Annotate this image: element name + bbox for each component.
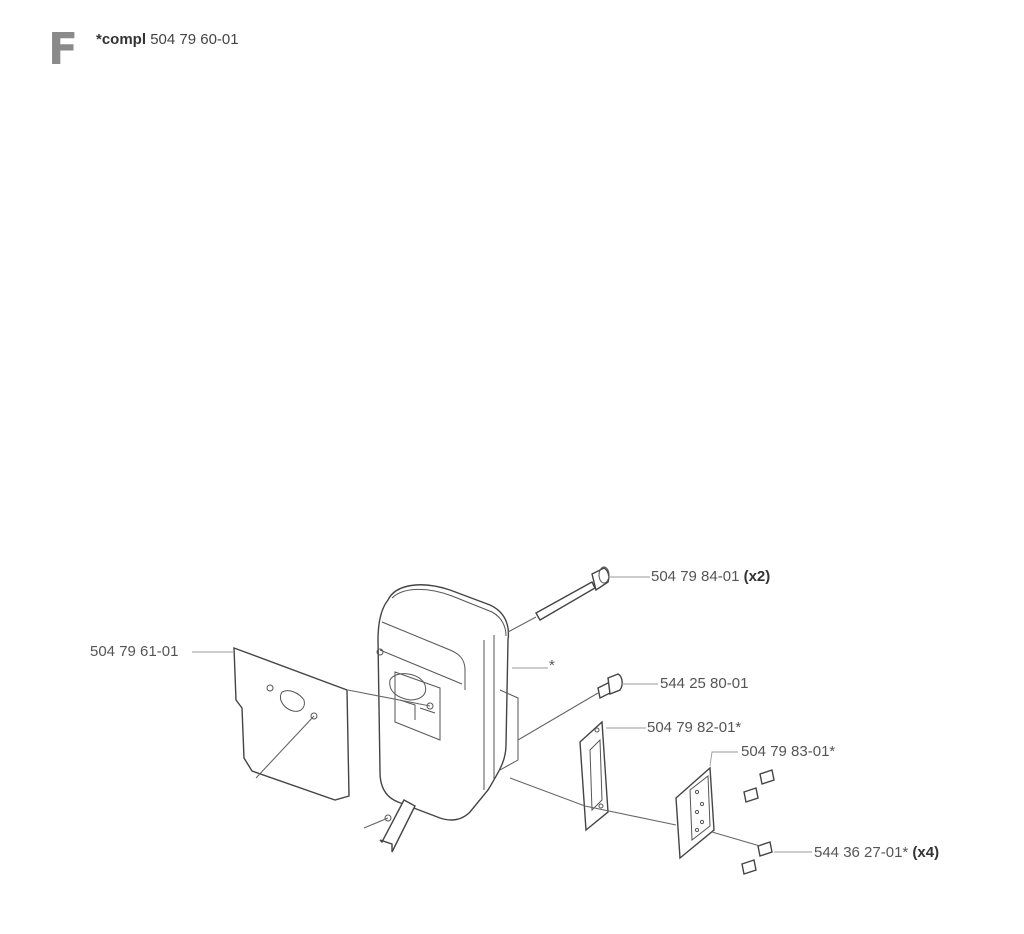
leader-lines [192,576,812,853]
bracket-part [379,799,416,853]
callout-screws-small: 544 36 27-01* (x4) [814,845,939,860]
compl-number: 504 79 60-01 [150,31,239,48]
callout-plate-number: 504 79 83-01* [741,743,836,760]
callout-bolt-qty: (x2) [743,568,771,585]
gasket-left-part [233,646,350,801]
assembly-header: *compl 504 79 60-01 [96,31,239,48]
callout-gasket-small: 504 79 82-01* [647,720,741,735]
muffler-part [376,584,519,821]
callout-screw-right-number: 544 25 80-01 [660,675,749,692]
long-bolt-part [535,566,610,621]
callout-gasket-small-number: 504 79 82-01* [647,719,742,736]
callout-gasket-left-number: 504 79 61-01 [90,643,179,660]
callout-bolt-number: 504 79 84-01 [651,568,740,585]
callout-gasket-left: 504 79 61-01 [90,644,178,659]
compl-prefix: *compl [96,31,147,48]
callout-plate: 504 79 83-01* [741,744,835,759]
plate-part [675,766,715,860]
short-screw-part [597,673,623,700]
gasket-small-part [579,720,609,832]
assembly-lines [255,616,761,847]
callout-screws-small-number: 544 36 27-01* [814,844,909,861]
small-screws-part [741,769,775,875]
callout-muffler-star-number: * [549,657,555,674]
callout-screws-small-qty: (x4) [912,844,940,861]
callout-muffler-star: * [549,658,555,673]
callout-bolt: 504 79 84-01 (x2) [651,569,770,584]
callout-screw-right: 544 25 80-01 [660,676,748,691]
section-letter: F [48,24,78,75]
